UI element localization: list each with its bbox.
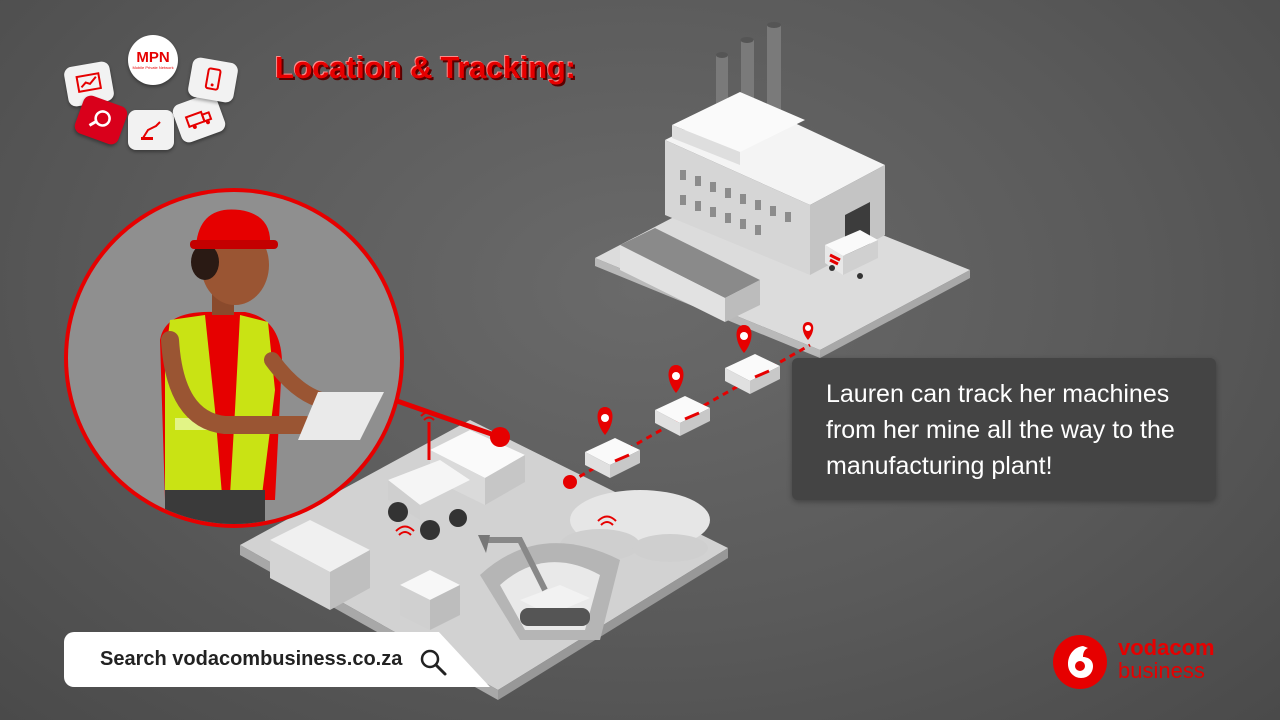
factory-plot (595, 22, 970, 358)
truck-icon (184, 110, 213, 129)
search-icon[interactable] (418, 647, 448, 677)
worker-portrait (64, 188, 510, 528)
info-box: Lauren can track her machines from her m… (792, 358, 1216, 500)
logo-word-vodacom: vodacom (1118, 635, 1215, 660)
logo-word-business: business (1118, 658, 1205, 683)
mpn-segment-truck[interactable] (170, 91, 228, 145)
mpn-segment-mobile[interactable] (186, 56, 240, 104)
robot-arm-icon (141, 121, 161, 140)
mpn-sublabel: Mobile Private Network (132, 65, 174, 70)
search-label: Search vodacombusiness.co.za (100, 648, 403, 670)
mpn-hub[interactable]: MPN Mobile Private Network (128, 35, 178, 85)
search-icon (88, 110, 111, 127)
mpn-segment-chart[interactable] (62, 60, 116, 108)
search-bar[interactable]: Search vodacombusiness.co.za (64, 632, 490, 687)
mpn-segment-robot[interactable] (128, 110, 174, 150)
page-title: Location & Tracking: (275, 50, 576, 85)
mpn-label: MPN (136, 49, 170, 66)
chart-icon (75, 72, 103, 93)
vodafone-speechmark-icon (1053, 635, 1107, 689)
mpn-segment-search[interactable] (72, 93, 130, 147)
vodacom-business-logo[interactable]: vodacom business (1052, 632, 1232, 692)
tracking-route (563, 322, 814, 489)
mpn-wheel: MPN Mobile Private Network (60, 30, 250, 160)
mobile-icon (204, 67, 222, 91)
info-text: Lauren can track her machines from her m… (826, 380, 1175, 480)
